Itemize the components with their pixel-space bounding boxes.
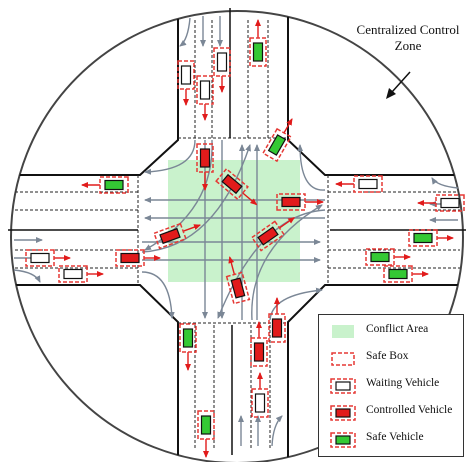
controlled-vehicle bbox=[196, 143, 214, 191]
legend-item-safe-vehicle: Safe Vehicle bbox=[319, 429, 465, 449]
safe-box-swatch bbox=[331, 352, 355, 366]
controlled-vehicle bbox=[250, 321, 268, 367]
waiting-vehicle bbox=[335, 175, 383, 193]
controlled-vehicle bbox=[153, 222, 202, 250]
road-centerlines bbox=[8, 8, 466, 455]
conflict-area-swatch bbox=[332, 325, 354, 338]
conflict-area bbox=[168, 160, 300, 282]
legend-item-conflict-area: Conflict Area bbox=[319, 321, 465, 341]
safe-vehicle bbox=[383, 265, 429, 283]
controlled-vehicle bbox=[215, 167, 258, 206]
waiting-vehicle bbox=[417, 194, 465, 212]
vehicles bbox=[25, 19, 465, 458]
safe-vehicle bbox=[262, 118, 293, 163]
legend-item-waiting-vehicle: Waiting Vehicle bbox=[319, 375, 465, 395]
legend-label: Waiting Vehicle bbox=[366, 377, 440, 389]
waiting-vehicle-swatch bbox=[330, 378, 356, 394]
safe-vehicle bbox=[197, 410, 215, 458]
legend-label: Conflict Area bbox=[366, 323, 429, 335]
controlled-vehicle bbox=[225, 256, 251, 305]
waiting-vehicle bbox=[58, 265, 104, 283]
legend-label: Safe Box bbox=[366, 350, 409, 362]
safe-vehicle-swatch bbox=[330, 432, 356, 448]
controlled-vehicle bbox=[276, 193, 324, 211]
controlled-vehicle bbox=[268, 297, 286, 343]
waiting-vehicle bbox=[251, 372, 269, 418]
zone-pointer-arrow bbox=[386, 71, 411, 99]
legend-item-safe-box: Safe Box bbox=[319, 348, 465, 368]
waiting-vehicle bbox=[213, 47, 231, 93]
legend: Conflict Area Safe Box Waiting Vehicle C… bbox=[318, 314, 464, 457]
control-zone-circle bbox=[10, 10, 464, 462]
controlled-vehicle bbox=[115, 249, 161, 267]
waiting-vehicle bbox=[177, 60, 195, 106]
safe-vehicle bbox=[249, 19, 267, 67]
safe-vehicle bbox=[365, 248, 411, 266]
safe-vehicle bbox=[81, 176, 129, 194]
safe-vehicle bbox=[179, 323, 197, 371]
legend-item-controlled-vehicle: Controlled Vehicle bbox=[319, 402, 465, 422]
control-zone-label: Centralized Control Zone bbox=[356, 22, 460, 53]
legend-label: Controlled Vehicle bbox=[366, 404, 453, 416]
waiting-vehicle bbox=[196, 75, 214, 121]
waiting-vehicle bbox=[25, 249, 71, 267]
controlled-vehicle-swatch bbox=[330, 405, 356, 421]
legend-label: Safe Vehicle bbox=[366, 431, 424, 443]
safe-vehicle bbox=[408, 229, 454, 247]
